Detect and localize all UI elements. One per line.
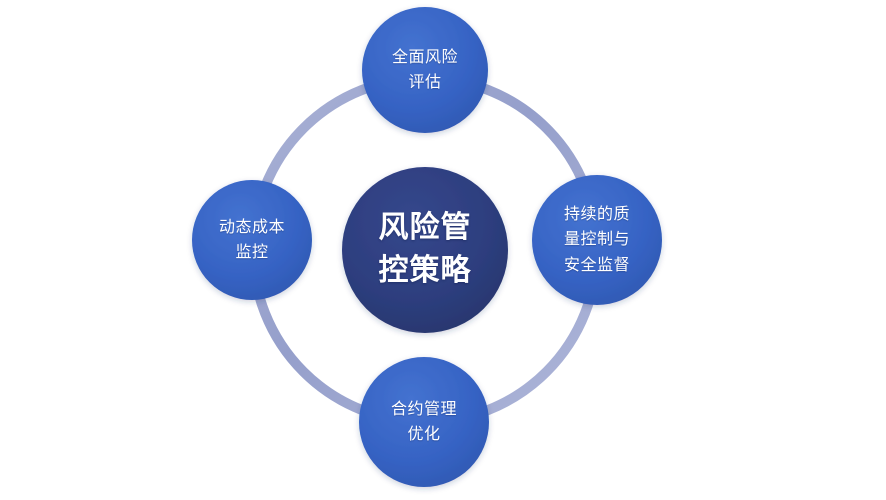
center-hub-circle[interactable] [342, 167, 508, 333]
node-circle-left[interactable] [192, 180, 312, 300]
node-circle-right[interactable] [532, 175, 662, 305]
node-circle-bottom[interactable] [359, 357, 489, 487]
node-circle-top[interactable] [362, 7, 488, 133]
